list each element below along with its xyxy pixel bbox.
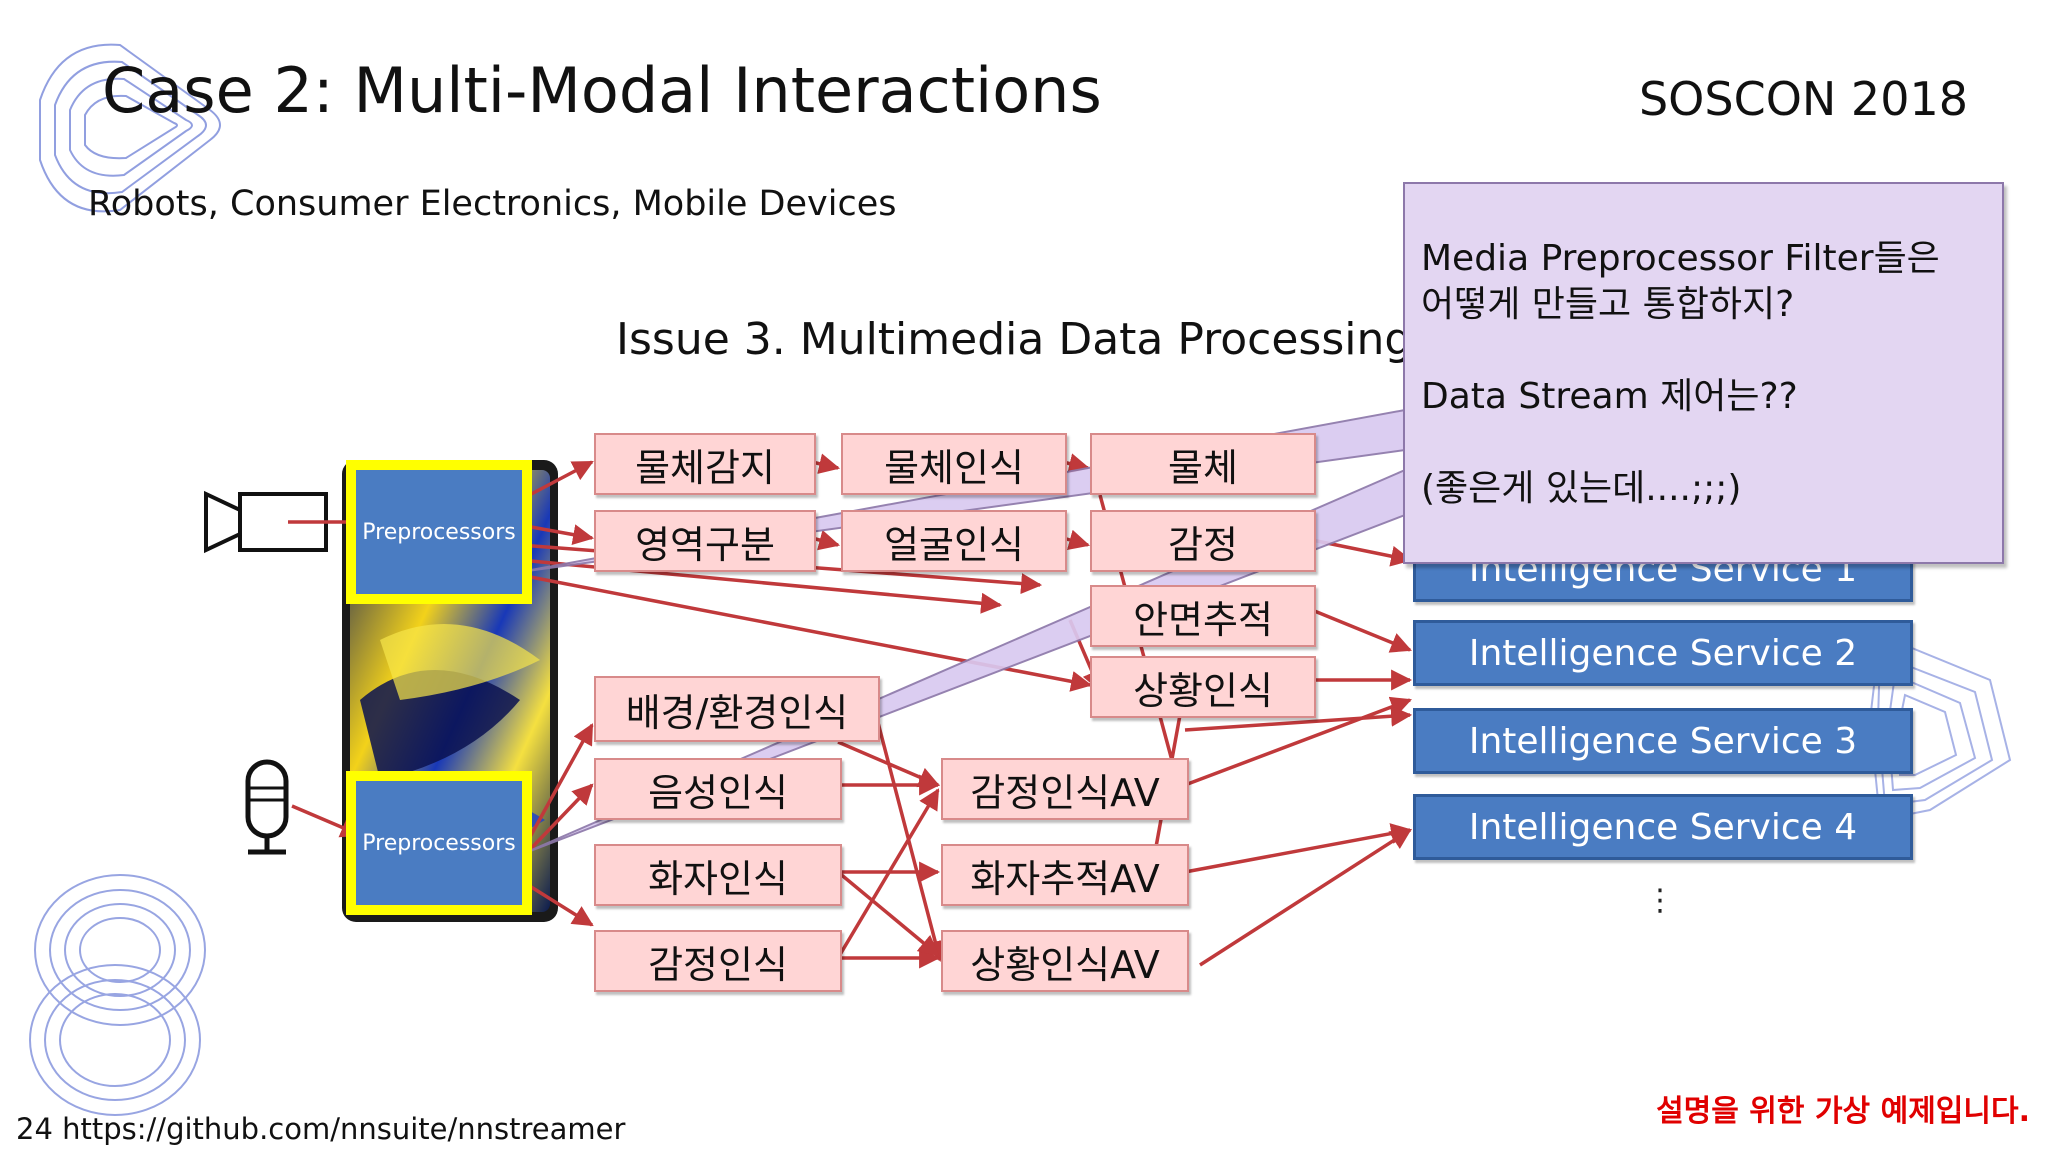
flow-arrow xyxy=(811,529,841,551)
slide-subtitle: Robots, Consumer Electronics, Mobile Dev… xyxy=(88,184,897,224)
flow-arrow xyxy=(836,870,940,957)
flow-arrow xyxy=(518,783,594,862)
process-box-context-recognition: 상황인식 xyxy=(1090,656,1316,718)
slide-title: Case 2: Multi-Modal Interactions xyxy=(102,54,1102,127)
process-box-object-recognition: 물체인식 xyxy=(841,433,1067,495)
callout-box: Media Preprocessor Filter들은 어떻게 만들고 통합하지… xyxy=(1403,182,2004,564)
process-box-region-segmentation: 영역구분 xyxy=(594,510,816,572)
preprocessor-audio: Preprocessors xyxy=(346,771,532,915)
callout-line: Data Stream 제어는?? xyxy=(1421,376,1798,417)
flow-arrow xyxy=(1184,696,1412,787)
service-label: Intelligence Service 3 xyxy=(1468,720,1858,762)
flow-arrow xyxy=(519,523,595,545)
process-box-label: 감정인식AV xyxy=(970,770,1160,815)
disclaimer-text: 설명을 위한 가상 예제입니다. xyxy=(1656,1094,2030,1129)
flow-arrow xyxy=(1199,828,1412,967)
more-services-ellipsis: ⋮ xyxy=(1645,886,1675,916)
callout-line: (좋은게 있는데....;;;) xyxy=(1421,468,1742,509)
process-box-label: 영역구분 xyxy=(635,522,775,567)
process-box-speaker-tracking-av: 화자추적AV xyxy=(941,844,1189,906)
flow-arrow xyxy=(811,453,841,474)
process-box-emotion-recognition: 감정인식 xyxy=(594,930,842,992)
process-box-label: 물체 xyxy=(1168,445,1238,490)
process-box-label: 음성인식 xyxy=(648,770,788,815)
logo-ring-icon xyxy=(39,43,221,213)
process-box-label: 화자추적AV xyxy=(970,856,1160,901)
process-box-label: 물체인식 xyxy=(884,445,1024,490)
process-box-context-av: 상황인식AV xyxy=(941,930,1189,992)
process-box-label: 배경/환경인식 xyxy=(625,690,849,735)
process-box-background-recognition: 배경/환경인식 xyxy=(594,676,880,742)
service-label: Intelligence Service 2 xyxy=(1468,632,1858,674)
process-box-emotion: 감정 xyxy=(1090,510,1316,572)
process-box-face-recognition: 얼굴인식 xyxy=(841,510,1067,572)
process-box-face-tracking: 안면추적 xyxy=(1090,585,1316,647)
process-box-label: 화자인식 xyxy=(648,856,788,901)
process-box-label: 상황인식AV xyxy=(970,942,1160,987)
flow-arrow xyxy=(1184,705,1413,732)
service-box-3: Intelligence Service 3 xyxy=(1413,708,1913,774)
logo-loop-icon xyxy=(29,874,206,1116)
process-box-label: 상황인식 xyxy=(1133,668,1273,713)
process-box-speaker-recognition: 화자인식 xyxy=(594,844,842,906)
flow-arrow xyxy=(519,878,594,927)
microphone-icon xyxy=(245,759,289,855)
service-label: Intelligence Service 4 xyxy=(1468,806,1858,848)
footer-url: 24 https://github.com/nnsuite/nnstreamer xyxy=(16,1112,626,1146)
event-name: SOSCON 2018 xyxy=(1638,72,1968,126)
flow-arrow xyxy=(1184,823,1413,874)
flow-arrow xyxy=(836,788,940,959)
service-box-4: Intelligence Service 4 xyxy=(1413,794,1913,860)
preprocessor-video: Preprocessors xyxy=(346,460,532,604)
service-box-2: Intelligence Service 2 xyxy=(1413,620,1913,686)
process-box-emotion-av: 감정인식AV xyxy=(941,758,1189,820)
issue-heading: Issue 3. Multimedia Data Processing xyxy=(616,314,1413,365)
process-box-object-tracking: 물체 xyxy=(1090,433,1316,495)
callout-line: Media Preprocessor Filter들은 xyxy=(1421,238,1940,279)
preprocessor-label: Preprocessors xyxy=(362,519,516,545)
process-box-label: 감정인식 xyxy=(648,942,788,987)
flow-arrow xyxy=(1062,529,1091,551)
process-box-label: 물체감지 xyxy=(635,445,775,490)
callout-line: 어떻게 만들고 통합하지? xyxy=(1421,284,1795,325)
flow-arrow xyxy=(1311,608,1412,653)
process-box-label: 감정 xyxy=(1168,522,1238,567)
process-box-speech-recognition: 음성인식 xyxy=(594,758,842,820)
flow-arrow xyxy=(1062,453,1091,474)
process-box-object-detection: 물체감지 xyxy=(594,433,816,495)
video-camera-icon xyxy=(204,490,328,554)
ellipsis-glyph: ⋮ xyxy=(1645,883,1675,918)
process-box-label: 얼굴인식 xyxy=(884,522,1024,567)
process-box-label: 안면추적 xyxy=(1133,597,1273,642)
flow-arrow xyxy=(518,723,594,856)
preprocessor-label: Preprocessors xyxy=(362,830,516,856)
flow-arrow xyxy=(519,460,594,502)
